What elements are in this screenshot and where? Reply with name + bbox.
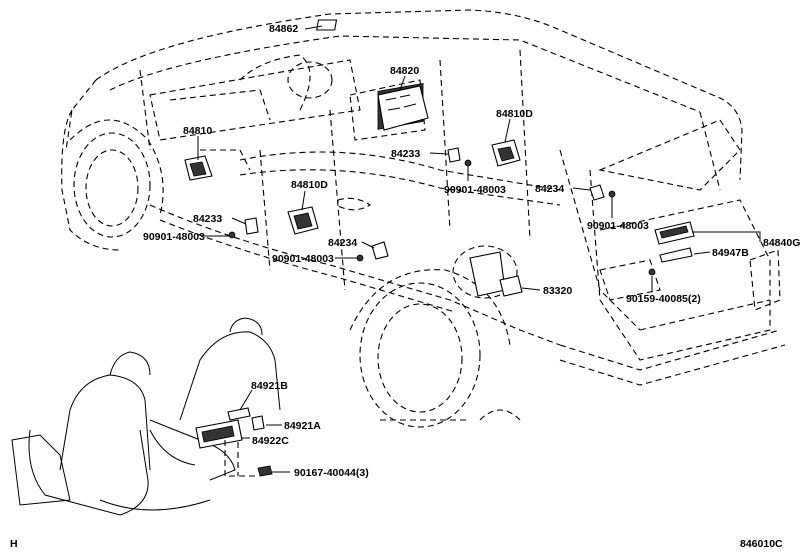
label-83320: 83320 — [543, 285, 572, 297]
label-84862: 84862 — [269, 23, 298, 35]
label-90901-mid: 90901-48003 — [272, 253, 334, 265]
label-90167: 90167-40044(3) — [294, 467, 369, 479]
label-90901-left: 90901-48003 — [143, 231, 205, 243]
label-84921b: 84921B — [251, 380, 288, 392]
leader-lines — [197, 25, 761, 477]
label-84922c: 84922C — [252, 435, 289, 447]
label-84921a: 84921A — [284, 420, 321, 432]
label-84810: 84810 — [183, 125, 212, 137]
vehicle-body-outline — [61, 9, 786, 428]
footer-left-code: H — [10, 538, 18, 550]
label-84234-right: 84234 — [535, 183, 564, 195]
footer-diagram-id: 846010C — [740, 538, 783, 550]
label-84840g: 84840G — [763, 237, 800, 249]
label-84820: 84820 — [390, 65, 419, 77]
label-90901-upper: 90901-48003 — [444, 184, 506, 196]
label-90159: 90159-40085(2) — [626, 293, 701, 305]
label-84233-lower: 84233 — [193, 213, 222, 225]
label-90901-right: 90901-48003 — [587, 220, 649, 232]
part-labels: 84862 84820 84810 84810D 84233 90901-480… — [10, 23, 800, 550]
label-84810d-mid: 84810D — [291, 179, 328, 191]
label-84810d-right: 84810D — [496, 108, 533, 120]
label-84947b: 84947B — [712, 247, 749, 259]
part-shapes — [184, 19, 695, 477]
label-84233-upper: 84233 — [391, 148, 420, 160]
label-84234-mid: 84234 — [328, 237, 357, 249]
